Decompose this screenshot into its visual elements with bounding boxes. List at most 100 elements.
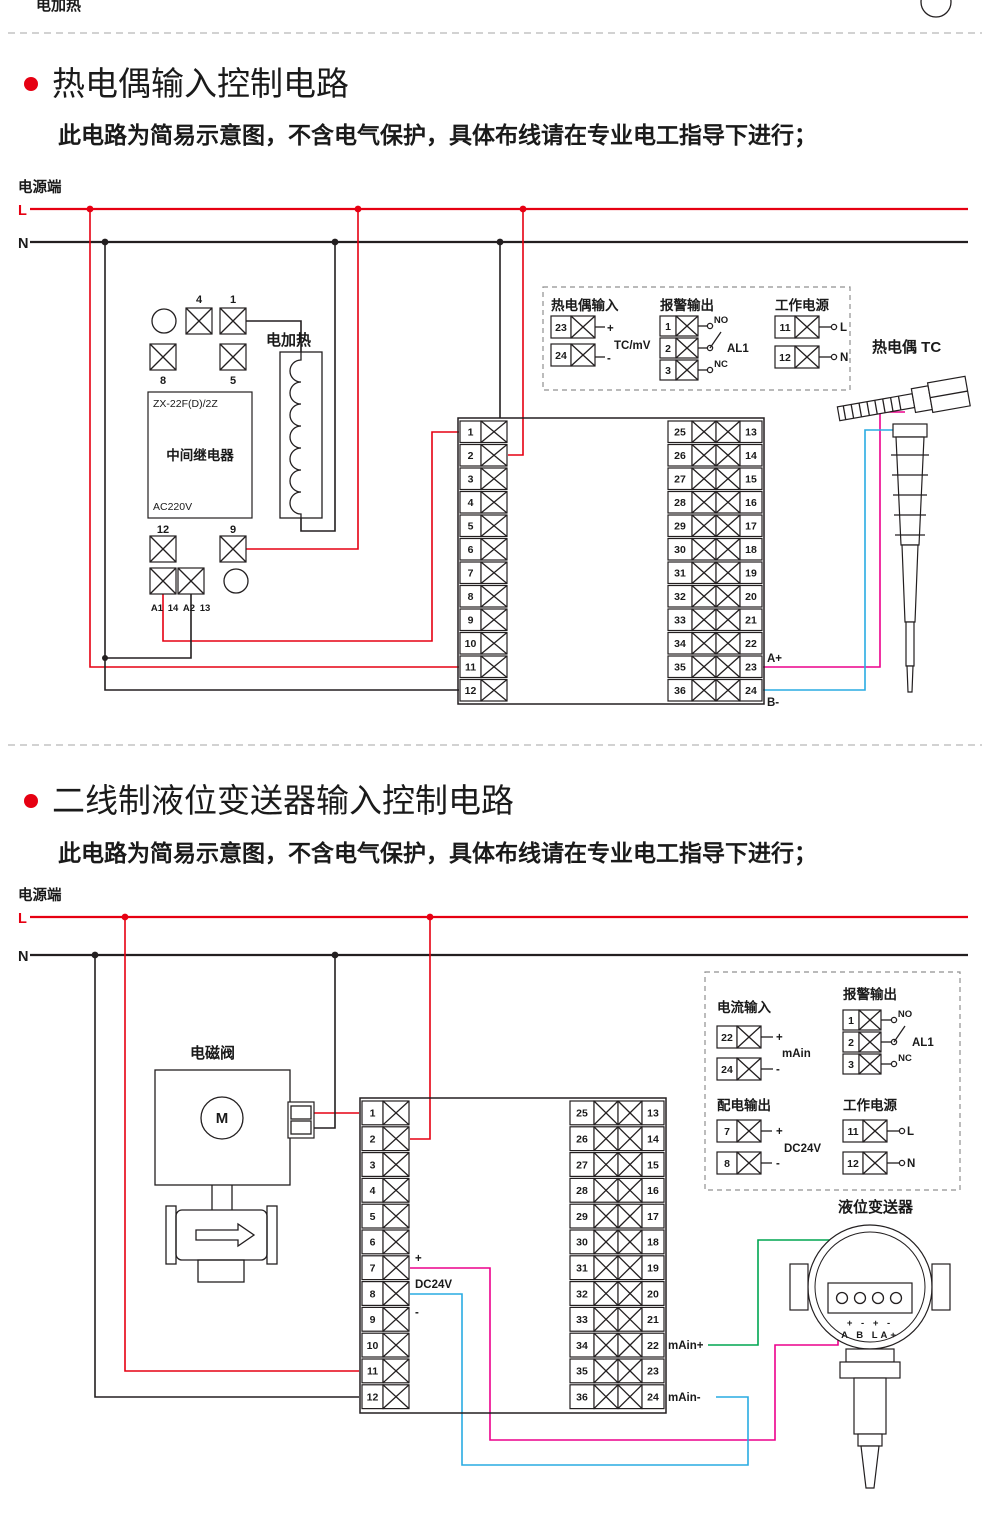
svg-text:2: 2 (665, 343, 671, 355)
relay-terminal-square (149, 535, 177, 563)
svg-text:30: 30 (576, 1237, 588, 1249)
io-panel-2-outline (704, 971, 961, 1191)
junction-dots-1 (86, 205, 527, 661)
label-dc-plus: + (415, 1253, 422, 1265)
svg-text:17: 17 (745, 521, 757, 533)
relay: 4 1 8 5 ZX-22F(D)/2Z 中间继电器 AC220V 12 9 A… (147, 294, 253, 614)
thermocouple: 热电偶 TC (836, 338, 971, 693)
wire-tc-a-plus (763, 411, 905, 668)
io-panel-1-outline (542, 286, 851, 391)
alarm-terminal-square (675, 337, 699, 359)
terminal-block-2-outline (359, 1097, 667, 1414)
svg-text:12: 12 (779, 352, 791, 364)
relay-terminal-square (149, 567, 177, 595)
alarm-terminal-1: 1 (659, 315, 677, 337)
power2-terminal-square (862, 1151, 888, 1175)
dist-terminal-square (736, 1151, 762, 1175)
svg-text:5: 5 (370, 1211, 376, 1223)
relay-terminal-a1: A1 (151, 603, 164, 614)
svg-text:16: 16 (647, 1185, 659, 1197)
heater: 电加热 (266, 331, 323, 519)
wire2-n-to-power12 (94, 955, 359, 1398)
svg-text:30: 30 (674, 544, 686, 556)
svg-text:35: 35 (576, 1366, 588, 1378)
alarm-no: NO (714, 315, 728, 326)
relay-terminal-a2: A2 (183, 603, 195, 614)
top-fragment-circle (920, 0, 952, 18)
power2-terminal-11: 11 (842, 1119, 864, 1143)
alarm2-terminal-2: 2 (842, 1031, 860, 1053)
svg-text:25: 25 (576, 1108, 588, 1120)
solenoid-valve: 电磁阀 M (154, 1044, 315, 1283)
wire2-l-to-alarm2 (410, 917, 431, 1140)
dist-plus: + (776, 1126, 783, 1138)
relay-terminal-4: 4 (196, 294, 203, 306)
bullet-icon (24, 77, 38, 91)
svg-text:3: 3 (665, 365, 671, 377)
io-panel-1: 热电偶输入 23 24 + - TC/mV 报警输出 1 2 3 NO NC A… (542, 286, 851, 391)
current-terminal-square (736, 1025, 762, 1049)
wire2-valve-to-n (314, 955, 336, 1129)
relay-model: ZX-22F(D)/2Z (153, 398, 218, 410)
section1-title: 热电偶输入控制电路 (52, 65, 349, 102)
section2-line-l-label: L (18, 911, 27, 927)
current-terminal-square (736, 1057, 762, 1081)
svg-text:32: 32 (674, 591, 686, 603)
svg-text:15: 15 (647, 1159, 659, 1171)
svg-text:7: 7 (468, 568, 474, 580)
relay-terminal-square (185, 307, 213, 335)
svg-text:28: 28 (576, 1185, 588, 1197)
relay-terminal-5: 5 (230, 375, 236, 387)
power-terminal-square (794, 345, 820, 369)
alarm-output-title-2: 报警输出 (843, 986, 897, 1002)
current-main-label: mAin (782, 1048, 811, 1060)
relay-terminal-square (219, 343, 247, 371)
wire2-dc24v-minus (410, 1293, 749, 1466)
relay-terminal-1: 1 (230, 294, 236, 306)
svg-text:17: 17 (647, 1211, 659, 1223)
valve-coil-box (154, 1069, 291, 1186)
alarm2-terminal-1: 1 (842, 1009, 860, 1031)
transmitter-pins: A B LA+ (841, 1330, 899, 1341)
power-terminal-12: 12 (774, 345, 796, 369)
flow-arrow-icon (195, 1222, 256, 1248)
power2-terminal-square (862, 1119, 888, 1143)
svg-text:5: 5 (468, 521, 474, 533)
wire-heater-to-relay1 (246, 320, 302, 352)
alarm-al1: AL1 (727, 343, 749, 355)
tc-input-title: 热电偶输入 (551, 297, 619, 313)
svg-text:18: 18 (745, 544, 757, 556)
svg-text:27: 27 (674, 474, 686, 486)
svg-text:18: 18 (647, 1237, 659, 1249)
alarm-terminal-square (675, 359, 699, 381)
wire2-l-to-power11 (124, 917, 359, 1372)
wire-n-to-power12 (104, 242, 459, 691)
relay-name: 中间继电器 (166, 447, 234, 463)
power-l: L (840, 322, 847, 334)
relay-terminal-square (219, 307, 247, 335)
current-plus: + (776, 1032, 783, 1044)
tc-plus: + (607, 323, 614, 335)
current-terminal-22: 22 (716, 1025, 738, 1049)
wire-coil-a2-to-n (105, 594, 192, 659)
wire-l-to-alarm2 (508, 209, 524, 456)
junction-dots-2 (91, 913, 434, 959)
tc-input-terminal-23: 23 (550, 315, 572, 339)
bullet-icon (24, 794, 38, 808)
level-transmitter-label: 液位变送器 (838, 1198, 914, 1216)
dist-terminal-7: 7 (716, 1119, 738, 1143)
label-dc-minus: - (415, 1307, 419, 1319)
section1-line-n-label: N (18, 236, 28, 252)
power-terminal-11: 11 (774, 315, 796, 339)
svg-text:11: 11 (779, 322, 790, 334)
current-terminal-24: 24 (716, 1057, 738, 1081)
alarm-terminal-3: 3 (659, 359, 677, 381)
alarm-terminal-square (675, 315, 699, 337)
alarm-output-title: 报警输出 (660, 297, 714, 313)
svg-text:24: 24 (721, 1064, 733, 1076)
svg-text:19: 19 (647, 1263, 659, 1275)
